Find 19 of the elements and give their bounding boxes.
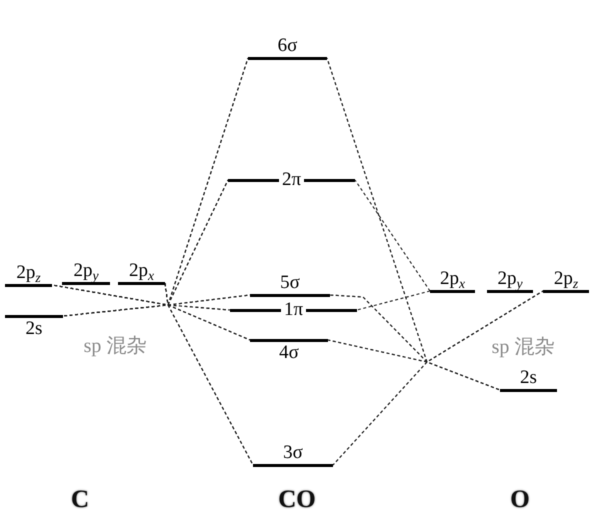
energy-level: 5σ xyxy=(250,272,330,296)
energy-level: 2p$_{x}$ xyxy=(430,268,475,292)
energy-level: 2s xyxy=(5,314,63,338)
column-label: CO xyxy=(278,486,316,514)
hybridization-label: sp 混杂 xyxy=(492,336,554,358)
energy-level: 6σ xyxy=(248,36,327,60)
energy-level: 2p$_{x}$ xyxy=(118,260,165,284)
energy-level: 2s xyxy=(500,368,557,392)
dashed-line xyxy=(356,290,430,311)
column-label: C xyxy=(70,486,90,514)
dashed-line xyxy=(332,361,500,466)
energy-level: 2p$_{z}$ xyxy=(5,262,52,286)
column-label: O xyxy=(510,486,530,514)
dashed-line xyxy=(62,304,254,466)
energy-level: 4σ xyxy=(250,338,328,362)
dashed-line xyxy=(354,180,430,292)
hybridization-label: sp 混杂 xyxy=(84,335,146,357)
energy-level: 2p$_{z}$ xyxy=(543,268,589,292)
energy-level: 3σ xyxy=(253,442,333,466)
